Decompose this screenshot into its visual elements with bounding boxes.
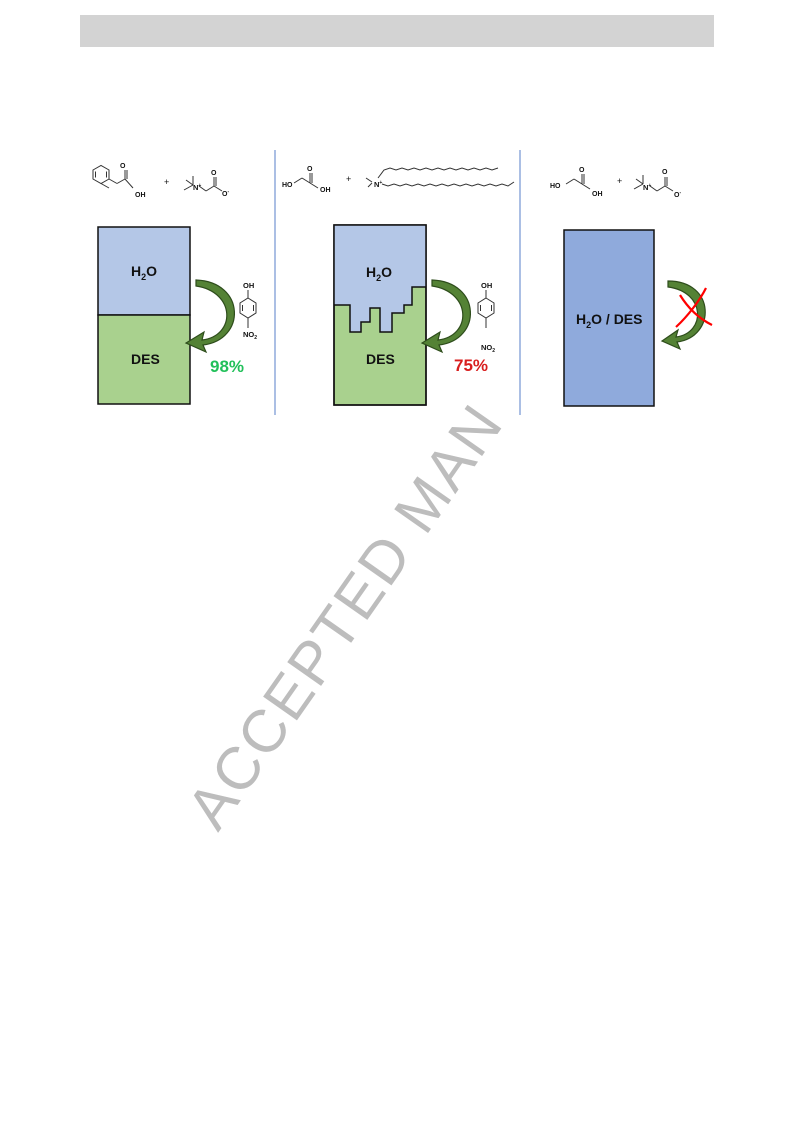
phenol-oh-label: OH bbox=[243, 281, 254, 290]
extraction-percent: 98% bbox=[210, 357, 244, 376]
carboxylate-o-label: O- bbox=[222, 189, 229, 198]
n-plus-label: N+ bbox=[374, 180, 382, 189]
reaction-plus: + bbox=[617, 176, 622, 186]
n-plus-label: N+ bbox=[193, 183, 201, 192]
nitro-label: NO2 bbox=[481, 343, 495, 354]
ho-label: HO bbox=[282, 182, 293, 189]
mixed-phase-label: H2O / DES bbox=[576, 311, 643, 330]
betaine-structure-1: N+ O O- bbox=[183, 170, 229, 198]
carbonyl-o-label: O bbox=[120, 163, 126, 170]
mixed-phase-box bbox=[563, 229, 655, 407]
hydroxyl-label: OH bbox=[135, 192, 146, 199]
carboxylate-o-label: O- bbox=[674, 190, 681, 199]
des-label: DES bbox=[131, 351, 160, 367]
ho-label: HO bbox=[550, 183, 561, 190]
header-bar bbox=[80, 15, 714, 47]
p-nitrophenol-structure: OH NO2 bbox=[477, 281, 495, 354]
reaction-plus: + bbox=[164, 177, 169, 187]
betaine-structure-2: N+ O O- bbox=[633, 169, 681, 199]
panel-3: HO O OH + N+ O O- H2O / DES bbox=[550, 167, 713, 407]
water-phase-box bbox=[97, 226, 191, 316]
quaternary-ammonium-structure: N+ bbox=[365, 167, 515, 189]
glycolic-acid-structure: HO O OH bbox=[550, 167, 603, 198]
oh-label: OH bbox=[592, 191, 603, 198]
water-label: H2O bbox=[366, 264, 392, 283]
carbonyl-o-label: O bbox=[211, 170, 217, 177]
oh-label: OH bbox=[320, 187, 331, 194]
jagged-interface bbox=[334, 286, 426, 333]
p-nitrophenol-structure: OH NO2 bbox=[239, 281, 257, 341]
water-phase-region bbox=[334, 225, 426, 332]
phenol-oh-label: OH bbox=[481, 281, 492, 290]
blocked-extraction-arrow bbox=[660, 280, 706, 351]
extraction-arrow bbox=[184, 279, 235, 354]
nitro-label: NO2 bbox=[243, 330, 257, 341]
carbonyl-o-label: O bbox=[662, 169, 668, 176]
des-label: DES bbox=[366, 351, 395, 367]
panel-1: O OH + N+ O O- H2O DES bbox=[92, 163, 257, 405]
extraction-percent: 75% bbox=[454, 356, 488, 375]
carbonyl-o-label: O bbox=[307, 166, 313, 173]
extraction-arrow bbox=[420, 279, 471, 354]
water-label: H2O bbox=[131, 263, 157, 282]
reaction-plus: + bbox=[346, 174, 351, 184]
cross-mark-icon bbox=[675, 287, 713, 328]
phenylacetic-acid-structure: O OH bbox=[92, 163, 146, 199]
n-plus-label: N+ bbox=[643, 183, 651, 192]
panel-2: HO O OH + N+ H2O DES OH NO2 bbox=[282, 166, 515, 406]
des-phase-box bbox=[97, 314, 191, 405]
carbonyl-o-label: O bbox=[579, 167, 585, 174]
glycolic-acid-structure: HO O OH bbox=[282, 166, 331, 194]
